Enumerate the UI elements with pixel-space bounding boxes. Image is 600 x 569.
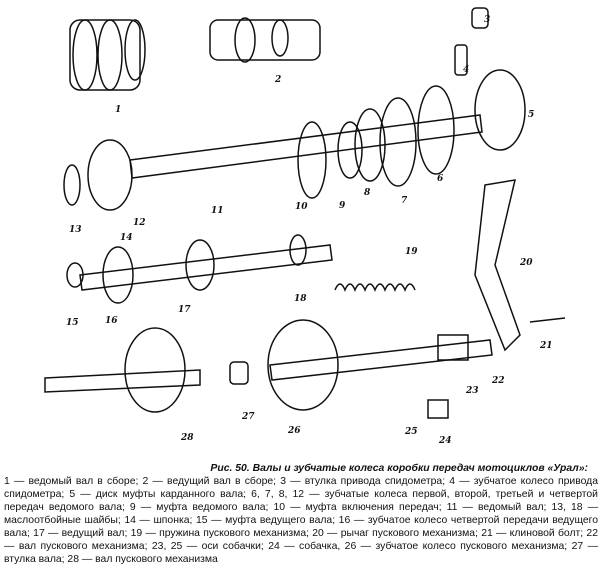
label-23: 23	[465, 386, 479, 396]
kickstarter-lever	[474, 179, 521, 352]
caption-title: Рис. 50. Валы и зубчатые колеса коробки …	[210, 463, 588, 474]
label-27: 27	[241, 412, 255, 422]
driven-shaft-assembly	[69, 19, 146, 91]
fourth-gear	[102, 246, 134, 304]
pawl	[427, 399, 449, 419]
label-28: 28	[180, 433, 194, 443]
kickstarter-spring	[334, 283, 416, 292]
label-4: 4	[463, 65, 469, 75]
label-22: 22	[491, 376, 505, 386]
driven-gears	[63, 85, 455, 211]
clutch-disk	[474, 69, 526, 151]
drive-gears	[185, 239, 215, 291]
label-6: 6	[437, 174, 444, 184]
label-5: 5	[528, 110, 534, 120]
label-15: 15	[66, 318, 79, 328]
drive-shaft-assembly	[209, 17, 321, 63]
label-25: 25	[404, 427, 418, 437]
label-18: 18	[294, 294, 307, 304]
label-9: 9	[339, 201, 346, 211]
label-20: 20	[519, 258, 533, 268]
label-16: 16	[105, 316, 118, 326]
label-10: 10	[295, 202, 308, 212]
label-17: 17	[178, 305, 191, 315]
label-8: 8	[364, 188, 371, 198]
speedometer-bushing	[471, 7, 489, 29]
label-3: 3	[484, 15, 490, 25]
shaft-gear	[124, 327, 186, 413]
label-13: 13	[69, 225, 82, 235]
label-21: 21	[539, 341, 553, 351]
caption-legend: 1 — ведомый вал в сборе; 2 — ведущий вал…	[4, 476, 598, 565]
label-2: 2	[274, 75, 281, 85]
drive-shaft-clutch	[66, 262, 84, 288]
speedometer-gear	[454, 44, 468, 76]
kickstarter-shaft	[269, 339, 493, 381]
label-26: 26	[287, 426, 301, 436]
kickstarter-shaft-28	[44, 369, 201, 393]
label-1: 1	[115, 105, 121, 115]
wedge-bolt	[529, 317, 566, 323]
gearbox-illustration: 1 2 3 4 5 6 7 8 9 10 11 12 13 14 15 16 1…	[44, 7, 566, 446]
shaft-bushing	[229, 361, 249, 385]
figure-caption: Рис. 50. Валы и зубчатые колеса коробки …	[4, 462, 598, 566]
label-12: 12	[133, 218, 146, 228]
shaft-boss	[437, 334, 469, 361]
label-19: 19	[405, 247, 418, 257]
label-24: 24	[438, 436, 452, 446]
label-7: 7	[401, 196, 408, 206]
label-11: 11	[211, 206, 224, 216]
kickstarter-gear	[267, 319, 339, 411]
label-14: 14	[120, 233, 133, 243]
drive-shaft	[79, 244, 333, 291]
oil-washer	[289, 234, 307, 266]
